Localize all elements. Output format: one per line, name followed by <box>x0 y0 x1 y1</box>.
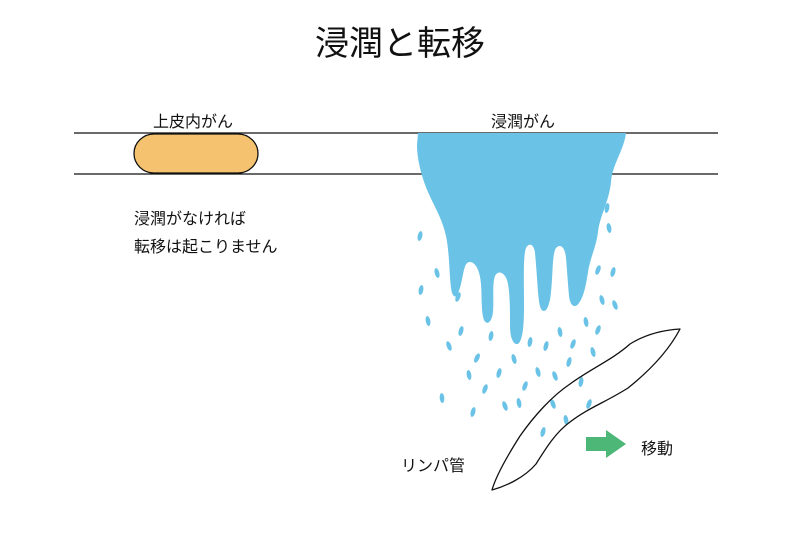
droplet <box>474 353 480 363</box>
droplet <box>417 231 423 241</box>
droplet <box>563 415 569 425</box>
invasive-cancer-label: 浸潤がん <box>491 112 556 131</box>
droplet <box>570 339 576 349</box>
droplet <box>590 347 596 357</box>
droplet <box>595 265 601 275</box>
in-situ-cancer-shape <box>133 133 259 174</box>
droplet <box>606 223 612 233</box>
droplet <box>488 331 494 341</box>
droplet <box>446 341 452 351</box>
move-arrow-icon <box>586 430 626 458</box>
droplet <box>434 268 440 278</box>
cancer-cell-droplets <box>417 203 618 437</box>
droplet <box>470 407 476 417</box>
droplet <box>502 401 508 411</box>
droplet <box>552 371 558 381</box>
lymphatic-vessel-shape <box>491 328 681 491</box>
droplet <box>610 267 616 277</box>
droplet <box>522 381 528 391</box>
droplet <box>595 325 601 335</box>
movement-label: 移動 <box>641 439 674 458</box>
droplet <box>612 300 618 310</box>
droplet <box>540 427 546 437</box>
note-line-2: 転移は起こりません <box>134 237 278 256</box>
invasive-cancer-shape <box>417 133 626 345</box>
page-title: 浸潤と転移 <box>315 24 485 64</box>
droplet <box>496 368 502 378</box>
droplet <box>599 295 605 305</box>
droplet <box>527 337 533 347</box>
droplet <box>516 398 522 408</box>
droplet <box>557 327 563 337</box>
no-metastasis-note: 浸潤がなければ 転移は起こりません <box>134 205 278 261</box>
droplet <box>535 367 541 377</box>
droplet <box>418 285 424 295</box>
droplet <box>578 377 584 387</box>
lymphatic-vessel-label: リンパ管 <box>401 456 466 475</box>
droplet <box>439 393 445 403</box>
droplet <box>482 384 488 394</box>
droplet <box>425 316 431 326</box>
droplet <box>604 203 610 213</box>
droplet <box>458 326 464 336</box>
note-line-1: 浸潤がなければ <box>134 209 247 228</box>
droplet <box>566 357 572 367</box>
droplet <box>466 370 472 380</box>
droplet <box>455 292 461 302</box>
droplet <box>550 399 556 409</box>
droplet <box>586 399 592 409</box>
in-situ-cancer-label: 上皮内がん <box>153 112 234 131</box>
droplet <box>583 317 589 327</box>
droplet <box>543 341 549 351</box>
droplet <box>511 354 517 364</box>
